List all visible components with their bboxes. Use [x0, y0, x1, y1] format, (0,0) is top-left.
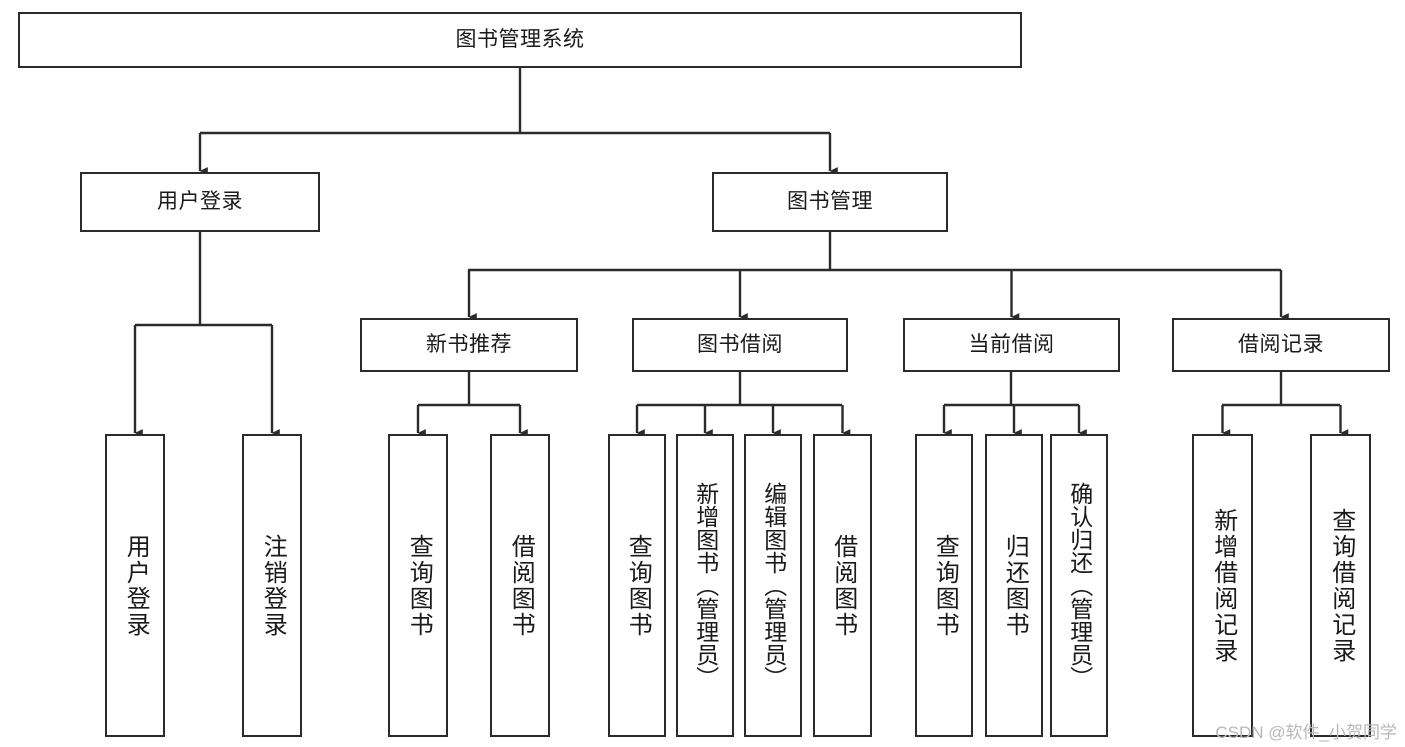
node-leaf-query-book-2[interactable]: 查询图书 [608, 434, 666, 737]
node-leaf-query-book-3[interactable]: 查询图书 [915, 434, 973, 737]
node-current-borrow[interactable]: 当前借阅 [903, 318, 1120, 372]
node-label-leaf-confirm-return: 确认归还（管理员） [1066, 482, 1093, 689]
node-leaf-return-book[interactable]: 归还图书 [985, 434, 1043, 737]
watermark-text: CSDN @软件_小贺同学 [1215, 723, 1397, 742]
node-root[interactable]: 图书管理系统 [18, 12, 1022, 68]
node-user-login[interactable]: 用户登录 [80, 172, 320, 232]
node-leaf-query-record[interactable]: 查询借阅记录 [1310, 434, 1371, 737]
node-leaf-add-record[interactable]: 新增借阅记录 [1192, 434, 1253, 737]
node-borrow-record[interactable]: 借阅记录 [1172, 318, 1390, 372]
node-label-root: 图书管理系统 [455, 28, 585, 52]
node-label-leaf-query-book-1: 查询图书 [405, 533, 433, 638]
node-label-borrow-record: 借阅记录 [1238, 333, 1324, 357]
node-leaf-query-book-1[interactable]: 查询图书 [388, 434, 448, 737]
node-leaf-add-book[interactable]: 新增图书（管理员） [676, 434, 734, 737]
node-label-new-book-rec: 新书推荐 [426, 333, 512, 357]
node-label-leaf-user-login: 用户登录 [122, 533, 150, 638]
node-label-current-borrow: 当前借阅 [968, 333, 1055, 357]
node-label-leaf-add-book: 新增图书（管理员） [692, 482, 719, 689]
node-label-leaf-logout: 注销登录 [259, 533, 287, 638]
node-label-user-login: 用户登录 [157, 190, 243, 214]
node-book-borrow[interactable]: 图书借阅 [632, 318, 848, 372]
node-leaf-logout[interactable]: 注销登录 [242, 434, 302, 737]
node-label-leaf-return-book: 归还图书 [1001, 533, 1029, 638]
node-leaf-edit-book[interactable]: 编辑图书（管理员） [744, 434, 802, 737]
node-label-leaf-query-book-2: 查询图书 [624, 533, 652, 638]
node-label-book-manage: 图书管理 [787, 190, 873, 214]
node-label-leaf-add-record: 新增借阅记录 [1209, 507, 1237, 664]
node-label-leaf-edit-book: 编辑图书（管理员） [760, 482, 787, 689]
node-book-manage[interactable]: 图书管理 [712, 172, 948, 232]
node-new-book-rec[interactable]: 新书推荐 [360, 318, 578, 372]
node-label-book-borrow: 图书借阅 [697, 333, 783, 357]
node-leaf-user-login[interactable]: 用户登录 [105, 434, 165, 737]
node-label-leaf-query-book-3: 查询图书 [931, 533, 959, 638]
node-label-leaf-borrow-book-2: 借阅图书 [829, 533, 857, 638]
node-label-leaf-query-record: 查询借阅记录 [1327, 507, 1355, 664]
node-leaf-borrow-book-2[interactable]: 借阅图书 [813, 434, 872, 737]
node-leaf-confirm-return[interactable]: 确认归还（管理员） [1050, 434, 1108, 737]
node-label-leaf-borrow-book-1: 借阅图书 [507, 533, 535, 638]
node-leaf-borrow-book-1[interactable]: 借阅图书 [490, 434, 550, 737]
